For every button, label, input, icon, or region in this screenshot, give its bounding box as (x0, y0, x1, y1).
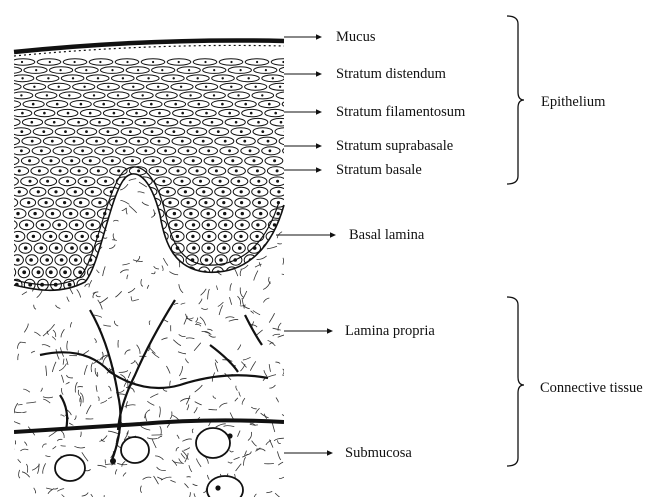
arrow-basal-lamina (276, 232, 336, 238)
lamina-propria-vessels (40, 300, 268, 460)
arrow-stratum-basale (284, 167, 322, 173)
arrow-stratum-filamentosum (284, 109, 322, 115)
label-stratum-filamentosum: Stratum filamentosum (336, 104, 465, 120)
label-lamina-propria: Lamina propria (345, 323, 435, 339)
arrow-stratum-suprabasale (284, 143, 322, 149)
group-label-epithelium: Epithelium (541, 94, 605, 110)
label-stratum-basale: Stratum basale (336, 162, 422, 178)
arrow-mucus (284, 34, 322, 40)
connective-tissue-bracket (507, 297, 524, 466)
arrow-submucosa (284, 450, 333, 456)
arrow-lamina-propria (284, 328, 333, 334)
label-stratum-suprabasale: Stratum suprabasale (336, 138, 453, 154)
label-arrows (276, 34, 336, 456)
label-mucus: Mucus (336, 29, 375, 45)
epithelium-bracket (507, 16, 524, 184)
submucosa-boundary (14, 420, 284, 432)
label-submucosa: Submucosa (345, 445, 412, 461)
label-basal-lamina: Basal lamina (349, 227, 424, 243)
group-label-connective-tissue: Connective tissue (540, 380, 643, 396)
label-stratum-distendum: Stratum distendum (336, 66, 446, 82)
arrow-stratum-distendum (284, 71, 322, 77)
